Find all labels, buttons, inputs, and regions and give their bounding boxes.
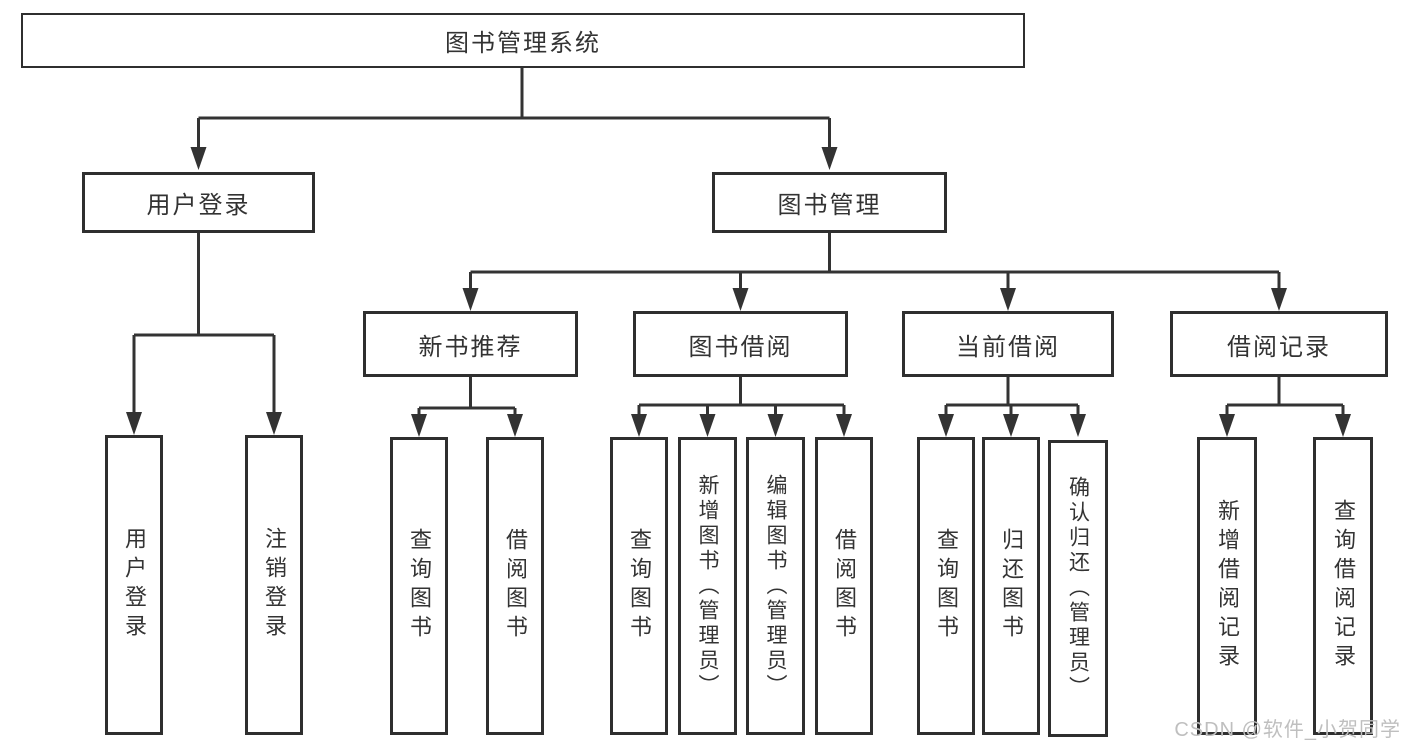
- node-user-login: 用户登录: [82, 172, 315, 233]
- arrowheads: [126, 147, 1351, 437]
- leaf-borrow-books-recommend: 借阅图书: [486, 437, 544, 735]
- csdn-watermark: CSDN @软件_小贺同学: [1174, 719, 1401, 741]
- leaf-borrow-books: 借阅图书: [815, 437, 873, 735]
- leaf-return-books: 归还图书: [982, 437, 1040, 735]
- node-system-root: 图书管理系统: [21, 13, 1025, 68]
- leaf-query-books-borrow: 查询图书: [610, 437, 668, 735]
- node-borrow-records: 借阅记录: [1170, 311, 1388, 377]
- node-new-book-recommend: 新书推荐: [363, 311, 578, 377]
- node-book-management: 图书管理: [712, 172, 947, 233]
- leaf-query-books-recommend: 查询图书: [390, 437, 448, 735]
- leaf-edit-books-admin: 编辑图书（管理员）: [746, 437, 805, 735]
- leaf-user-login: 用户登录: [105, 435, 163, 735]
- leaf-query-borrow-record: 查询借阅记录: [1313, 437, 1373, 735]
- leaf-add-borrow-record: 新增借阅记录: [1197, 437, 1257, 735]
- leaf-query-books-current: 查询图书: [917, 437, 975, 735]
- leaf-add-books-admin: 新增图书（管理员）: [678, 437, 737, 735]
- node-current-borrow: 当前借阅: [902, 311, 1114, 377]
- leaf-confirm-return-admin: 确认归还（管理员）: [1048, 440, 1108, 737]
- node-book-borrow: 图书借阅: [633, 311, 848, 377]
- leaf-logout: 注销登录: [245, 435, 303, 735]
